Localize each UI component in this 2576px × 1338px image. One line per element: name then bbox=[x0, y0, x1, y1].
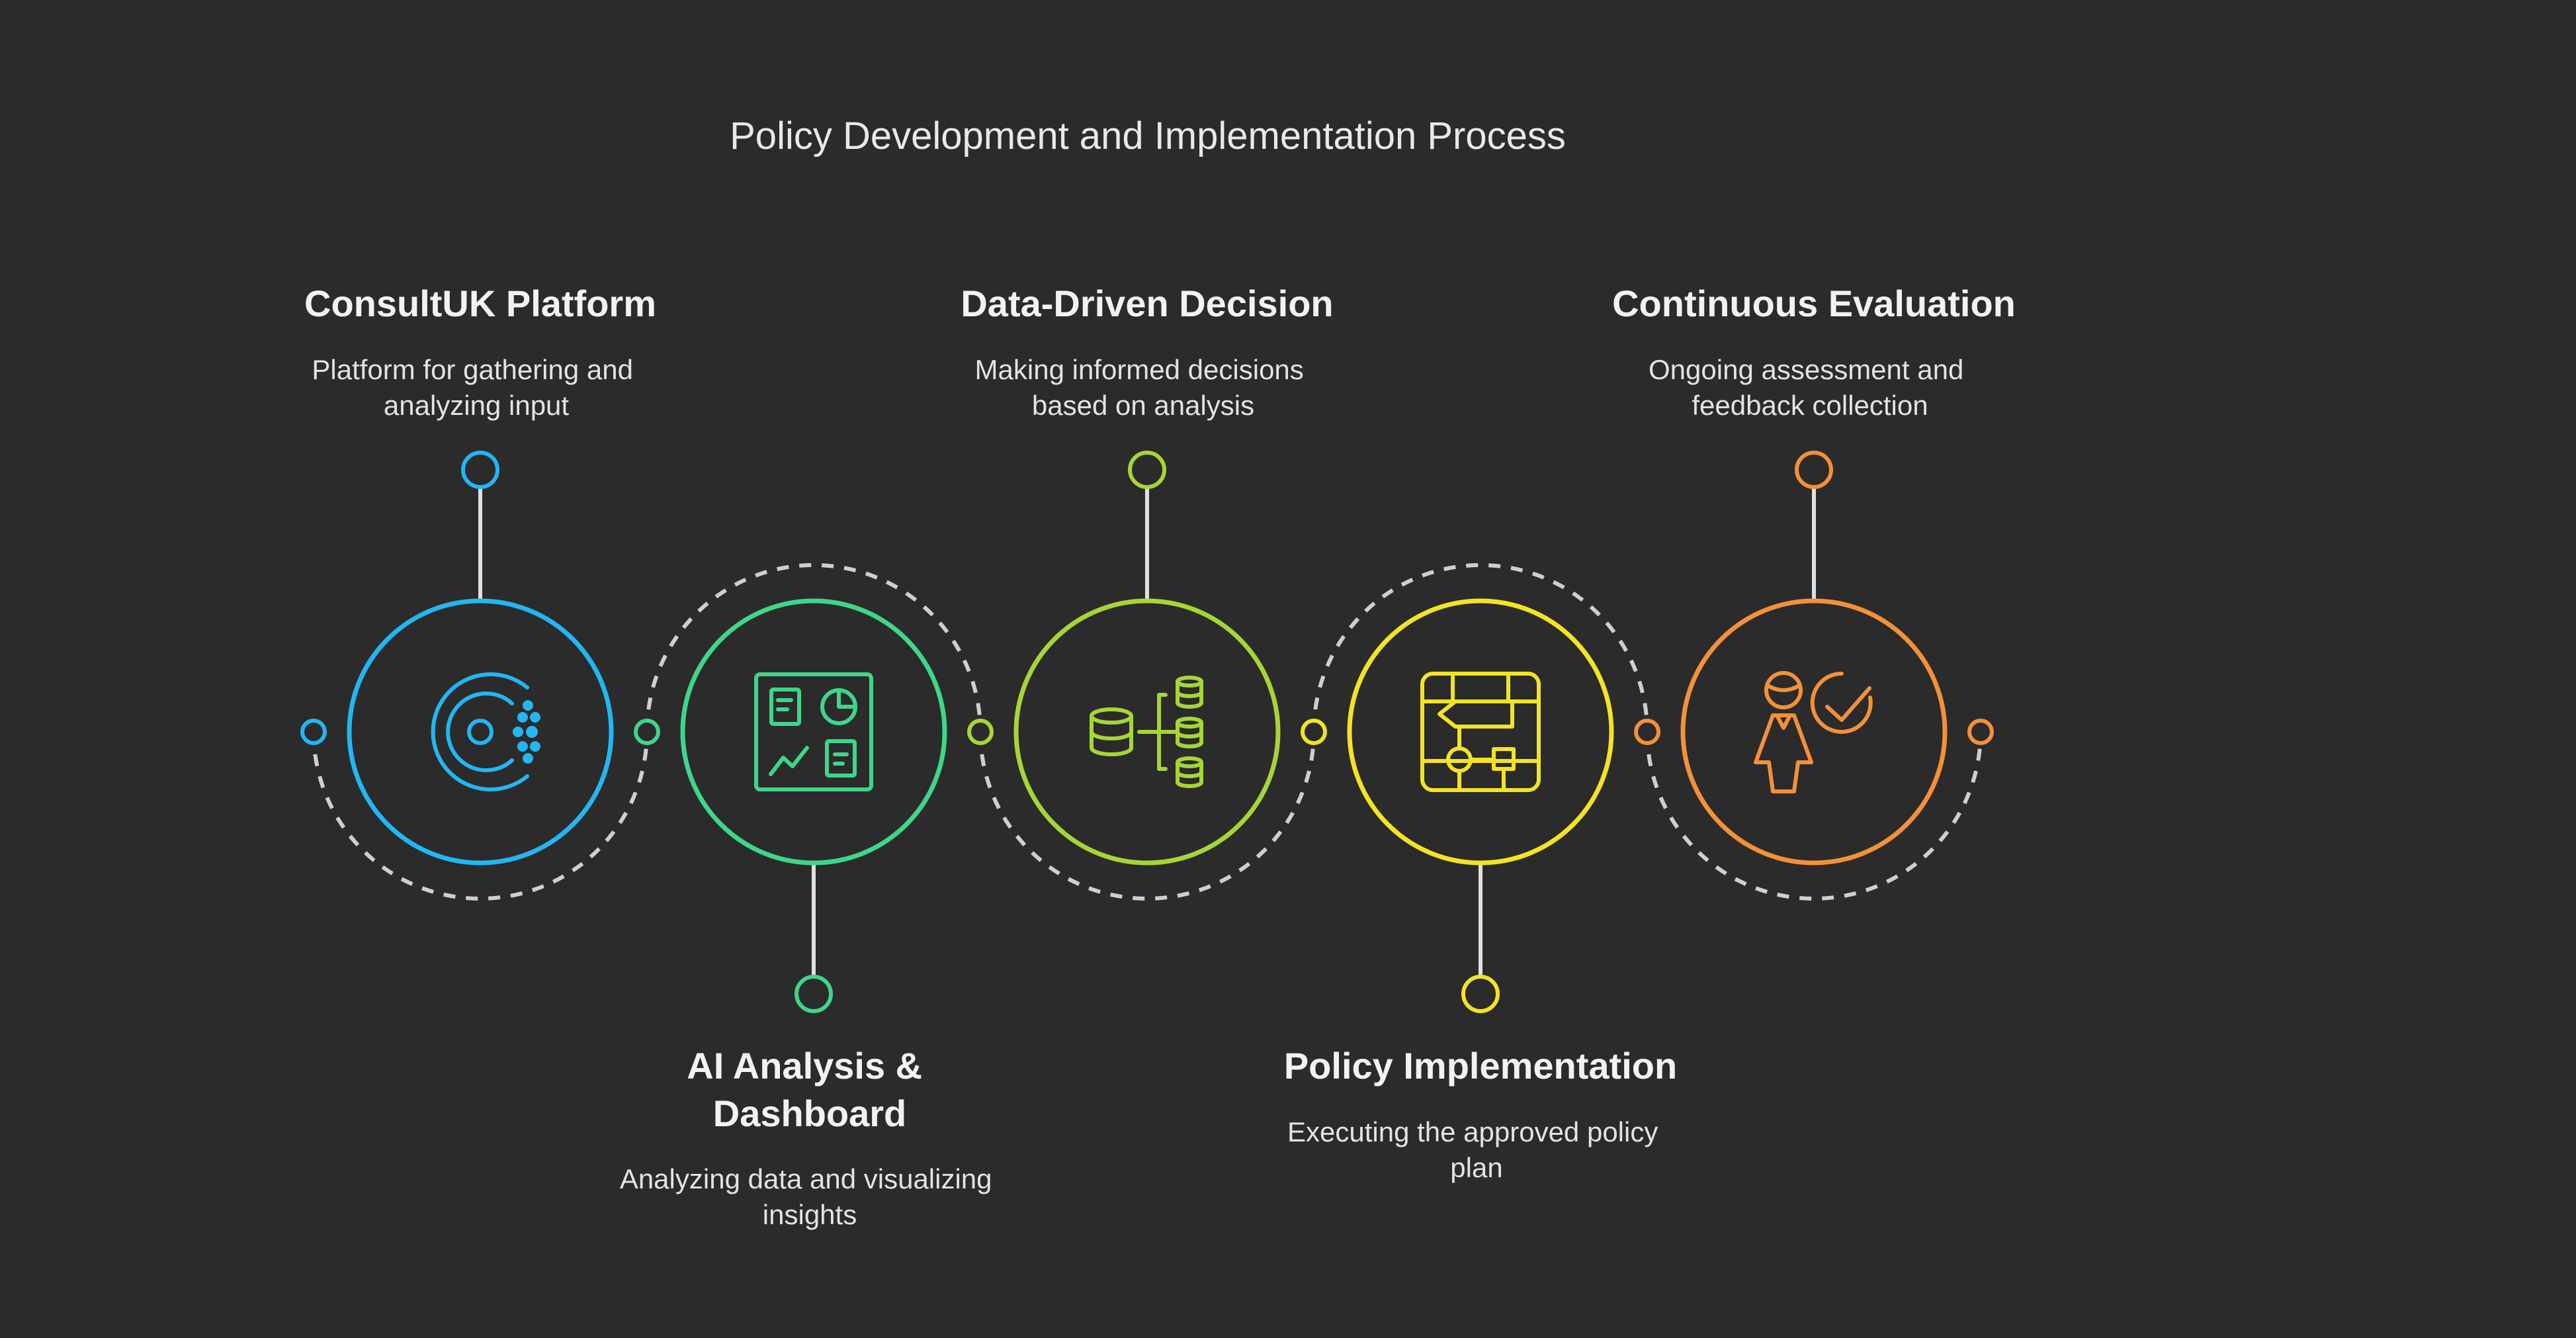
dashboard-icon bbox=[754, 672, 873, 791]
step-description-line: Executing the approved policy bbox=[1287, 1116, 1658, 1147]
step-description-line: feedback collection bbox=[1692, 390, 1928, 421]
junction-dot-3 bbox=[967, 719, 994, 745]
person-check-icon bbox=[1754, 671, 1873, 793]
step-data-driven-decision: Data-Driven Decision Making informed dec… bbox=[961, 283, 1334, 866]
step-description-line: plan bbox=[1450, 1152, 1502, 1183]
step-title: Data-Driven Decision bbox=[961, 283, 1333, 324]
junction-dot-4 bbox=[1301, 719, 1327, 745]
step-title-line: Data-Driven Decision bbox=[961, 283, 1333, 324]
step-description: Making informed decisions based on analy… bbox=[975, 354, 1312, 421]
connector-dot bbox=[461, 451, 499, 489]
junction-dot-2 bbox=[634, 719, 660, 745]
step-title: Continuous Evaluation bbox=[1612, 283, 2016, 324]
step-description: Ongoing assessment and feedback collecti… bbox=[1649, 354, 1971, 421]
step-title-line: Continuous Evaluation bbox=[1612, 283, 2016, 324]
step-circle bbox=[1680, 598, 1948, 866]
step-policy-implementation: Policy Implementation Executing the appr… bbox=[1284, 598, 1677, 1183]
step-ai-analysis-dashboard: AI Analysis & Dashboard Analyzing data a… bbox=[620, 598, 1000, 1230]
diagram-title: Policy Development and Implementation Pr… bbox=[730, 114, 1566, 157]
step-title-line: AI Analysis & bbox=[687, 1045, 922, 1087]
step-title: ConsultUK Platform bbox=[304, 283, 656, 324]
step-circle bbox=[680, 598, 947, 866]
connector-dot bbox=[1461, 975, 1500, 1013]
connector-dot bbox=[1128, 451, 1166, 489]
step-continuous-evaluation: Continuous Evaluation Ongoing assessment… bbox=[1612, 283, 2016, 866]
step-description: Executing the approved policy plan bbox=[1287, 1116, 1666, 1183]
step-description-line: Analyzing data and visualizing bbox=[620, 1163, 992, 1194]
step-description-line: insights bbox=[763, 1199, 857, 1230]
step-description-line: analyzing input bbox=[384, 390, 570, 421]
consultuk-logo-icon bbox=[431, 672, 540, 791]
connector-dot bbox=[1795, 451, 1833, 489]
junction-dots bbox=[300, 719, 1994, 745]
step-circle bbox=[1347, 598, 1614, 866]
step-description-line: Ongoing assessment and bbox=[1649, 354, 1963, 385]
step-title-line: Dashboard bbox=[713, 1093, 907, 1134]
step-title-line: Policy Implementation bbox=[1284, 1045, 1677, 1087]
junction-dot-6 bbox=[1967, 719, 1994, 745]
junction-dot-5 bbox=[1634, 719, 1660, 745]
flowchart-chip-icon bbox=[1420, 672, 1541, 792]
step-description: Platform for gathering and analyzing inp… bbox=[312, 354, 640, 421]
step-circle bbox=[347, 598, 614, 866]
connector-dot bbox=[794, 975, 833, 1013]
step-description-line: Making informed decisions bbox=[975, 354, 1304, 385]
step-title: Policy Implementation bbox=[1284, 1045, 1677, 1087]
step-description-line: Platform for gathering and bbox=[312, 354, 633, 385]
step-title-line: ConsultUK Platform bbox=[304, 283, 656, 324]
step-title: AI Analysis & Dashboard bbox=[687, 1045, 932, 1134]
step-consultuk-platform: ConsultUK Platform Platform for gatherin… bbox=[304, 283, 656, 866]
step-description-line: based on analysis bbox=[1032, 390, 1254, 421]
junction-dot-1 bbox=[300, 719, 327, 745]
database-tree-icon bbox=[1090, 676, 1203, 788]
step-description: Analyzing data and visualizing insights bbox=[620, 1163, 1000, 1230]
